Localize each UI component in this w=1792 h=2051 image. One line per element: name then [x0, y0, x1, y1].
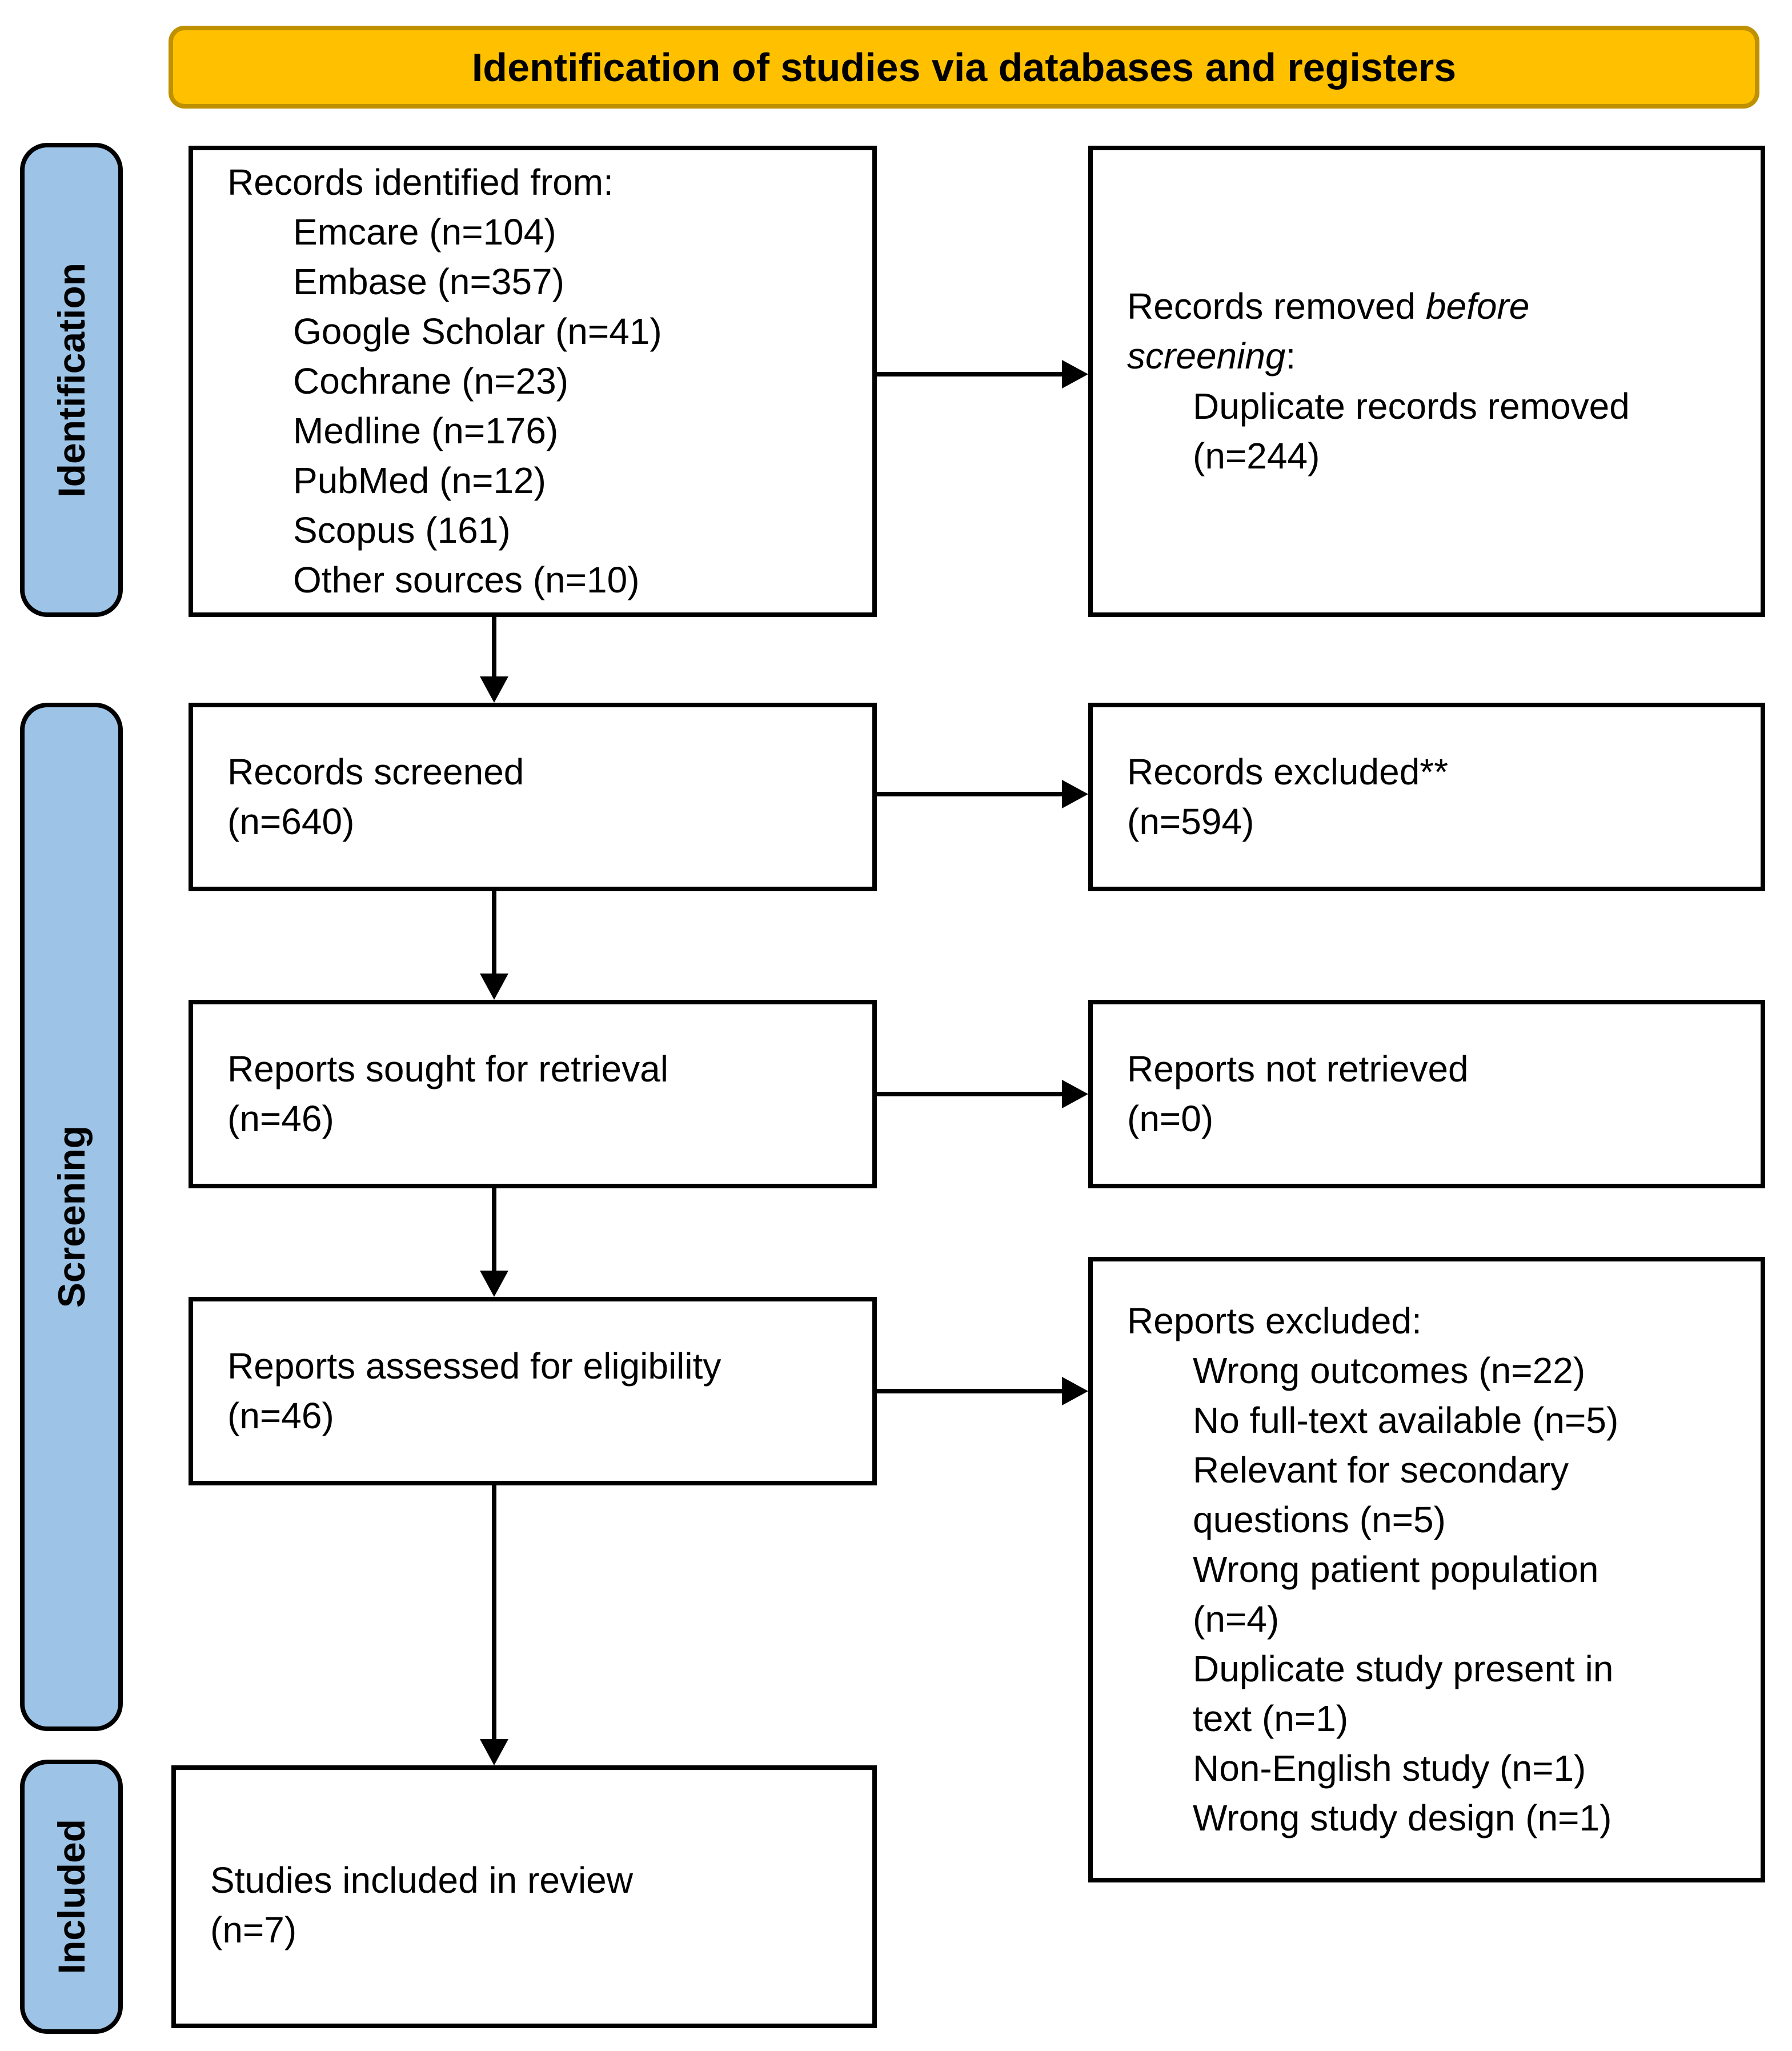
- stage-label-screening: Screening: [20, 703, 123, 1731]
- source-item: PubMed (n=12): [293, 460, 546, 502]
- exclusion-item: Non-English study (n=1): [1193, 1748, 1586, 1789]
- box-records-excluded: Records excluded** (n=594): [1088, 703, 1765, 891]
- arrow-identified-to-screened: [480, 617, 508, 703]
- arrow-down-icon: [480, 676, 508, 703]
- arrow-down-icon: [480, 1739, 508, 1765]
- arrow-sought-to-not-retrieved: [877, 1080, 1088, 1108]
- arrow-down-icon: [480, 1271, 508, 1297]
- diagram-title: Identification of studies via databases …: [471, 45, 1457, 90]
- box-records-screened: Records screened (n=640): [189, 703, 877, 891]
- arrow-assessed-to-reports-excluded: [877, 1377, 1088, 1405]
- exclusion-item: Wrong study design (n=1): [1193, 1797, 1612, 1839]
- diagram-title-banner: Identification of studies via databases …: [169, 26, 1759, 109]
- source-item: Emcare (n=104): [293, 211, 556, 253]
- exclusion-item: Wrong outcomes (n=22): [1193, 1349, 1586, 1391]
- box-title: Reports excluded:: [1127, 1300, 1422, 1341]
- source-item: Google Scholar (n=41): [293, 310, 662, 352]
- box-reports-not-retrieved: Reports not retrieved (n=0): [1088, 1000, 1765, 1188]
- exclusion-item: Relevant for secondary questions (n=5): [1193, 1449, 1569, 1540]
- arrow-assessed-to-included: [480, 1485, 508, 1765]
- stage-label-identification: Identification: [20, 143, 123, 617]
- box-text: Reports not retrieved (n=0): [1127, 1048, 1469, 1139]
- arrow-right-icon: [1062, 1377, 1088, 1405]
- italic-phrase: before screening: [1127, 286, 1530, 377]
- box-text: Records screened (n=640): [227, 751, 524, 842]
- box-records-identified: Records identified from: Emcare (n=104) …: [189, 146, 877, 617]
- arrow-down-icon: [480, 974, 508, 1000]
- arrow-sought-to-assessed: [480, 1188, 508, 1297]
- exclusion-item: Wrong patient population (n=4): [1193, 1548, 1599, 1640]
- box-title: Records removed before screening:: [1127, 286, 1530, 377]
- source-item: Other sources (n=10): [293, 559, 640, 601]
- box-reports-sought-for-retrieval: Reports sought for retrieval (n=46): [189, 1000, 877, 1188]
- removal-item: Duplicate records removed (n=244): [1193, 385, 1630, 476]
- box-records-removed-before-screening: Records removed before screening: Duplic…: [1088, 146, 1765, 617]
- arrow-right-icon: [1062, 360, 1088, 388]
- box-title: Records identified from:: [227, 161, 614, 203]
- stage-label-included: Included: [20, 1760, 123, 2034]
- arrow-screened-to-excluded: [877, 780, 1088, 808]
- source-item: Scopus (161): [293, 510, 511, 551]
- arrow-right-icon: [1062, 780, 1088, 808]
- exclusion-item: No full-text available (n=5): [1193, 1399, 1619, 1441]
- box-reports-excluded: Reports excluded: Wrong outcomes (n=22) …: [1088, 1257, 1765, 1882]
- box-studies-included-in-review: Studies included in review (n=7): [171, 1765, 877, 2028]
- source-item: Medline (n=176): [293, 410, 559, 452]
- box-text: Reports assessed for eligibility (n=46): [227, 1345, 721, 1436]
- arrow-screened-to-sought: [480, 891, 508, 1000]
- box-reports-assessed-for-eligibility: Reports assessed for eligibility (n=46): [189, 1297, 877, 1485]
- source-item: Embase (n=357): [293, 261, 564, 302]
- box-text: Reports sought for retrieval (n=46): [227, 1048, 668, 1139]
- box-text: Studies included in review (n=7): [210, 1860, 633, 1951]
- exclusion-item: Duplicate study present in text (n=1): [1193, 1648, 1614, 1740]
- source-item: Cochrane (n=23): [293, 360, 569, 402]
- arrow-identified-to-removed: [877, 360, 1088, 388]
- arrow-right-icon: [1062, 1080, 1088, 1108]
- box-text: Records excluded** (n=594): [1127, 751, 1449, 842]
